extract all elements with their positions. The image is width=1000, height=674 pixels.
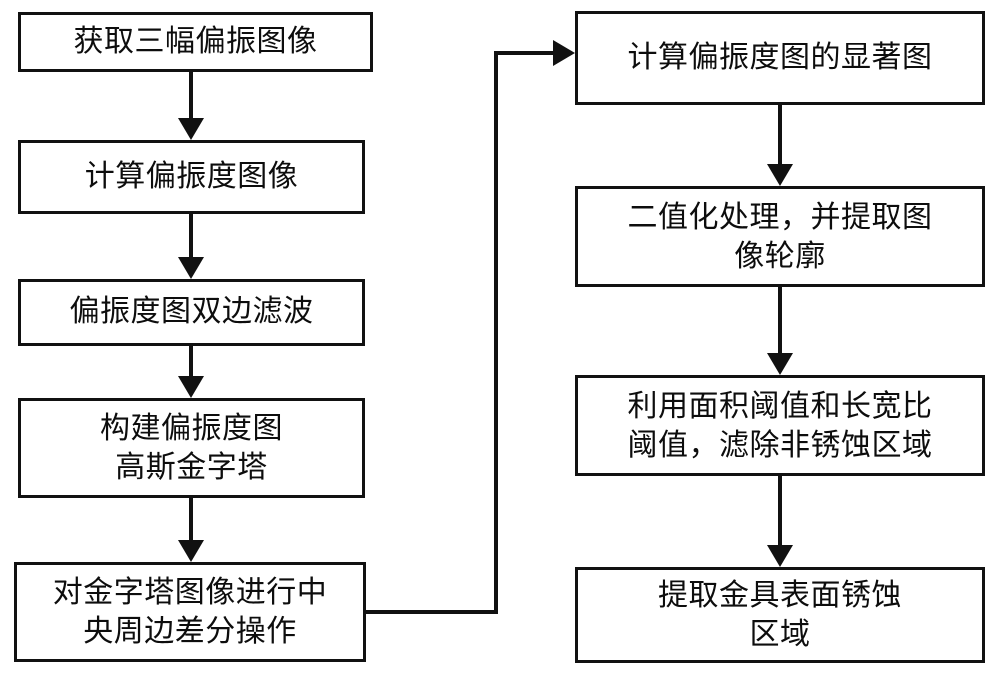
connector-arrow-r3-r4 [767, 545, 793, 567]
connector-arrow-r2-r3 [767, 353, 793, 375]
connector-arrow-l1-l2 [178, 118, 204, 140]
connector-arrow-l4-l5 [178, 540, 204, 562]
connector-line-l5-r1-horizontal-lower [366, 610, 498, 614]
flow-node-area-aspect-threshold-filter[interactable]: 利用面积阈值和长宽比 阈值，滤除非锈蚀区域 [575, 375, 985, 476]
flow-node-label: 利用面积阈值和长宽比 阈值，滤除非锈蚀区域 [627, 388, 933, 463]
connector-line-l4-l5 [189, 498, 193, 542]
flow-node-label: 计算偏振度图像 [84, 158, 299, 194]
connector-arrow-l2-l3 [178, 257, 204, 279]
connector-arrow-l5-r1 [553, 40, 575, 66]
flow-node-label: 二值化处理，并提取图 像轮廓 [627, 199, 933, 274]
flow-node-bilateral-filter-dop[interactable]: 偏振度图双边滤波 [18, 279, 365, 346]
flow-node-label: 获取三幅偏振图像 [73, 23, 318, 59]
connector-line-r2-r3 [778, 287, 782, 355]
flow-node-center-surround-difference[interactable]: 对金字塔图像进行中 央周边差分操作 [14, 562, 366, 662]
flow-node-extract-corrosion-region[interactable]: 提取金具表面锈蚀 区域 [575, 567, 985, 663]
connector-arrow-r1-r2 [767, 164, 793, 186]
flow-node-compute-dop-image[interactable]: 计算偏振度图像 [18, 140, 365, 214]
flow-node-label: 提取金具表面锈蚀 区域 [658, 578, 902, 652]
flow-node-label: 对金字塔图像进行中 央周边差分操作 [52, 575, 328, 649]
flow-node-binarize-extract-contour[interactable]: 二值化处理，并提取图 像轮廓 [575, 186, 985, 287]
flow-node-compute-saliency-map[interactable]: 计算偏振度图的显著图 [575, 11, 985, 105]
flow-node-label: 计算偏振度图的显著图 [627, 39, 933, 75]
connector-arrow-l3-l4 [178, 376, 204, 398]
connector-line-l1-l2 [189, 72, 193, 120]
flow-node-label: 偏振度图双边滤波 [69, 294, 314, 330]
connector-line-l5-r1-vertical [494, 51, 498, 612]
connector-line-l5-r1-horizontal-upper [494, 51, 556, 55]
flow-node-label: 构建偏振度图 高斯金字塔 [100, 411, 283, 485]
connector-line-l2-l3 [189, 214, 193, 259]
flow-node-build-gaussian-pyramid[interactable]: 构建偏振度图 高斯金字塔 [18, 398, 365, 498]
connector-line-r3-r4 [778, 476, 782, 546]
connector-line-r1-r2 [778, 105, 782, 167]
connector-line-l3-l4 [189, 346, 193, 378]
flow-node-acquire-polarization-images[interactable]: 获取三幅偏振图像 [18, 12, 373, 72]
